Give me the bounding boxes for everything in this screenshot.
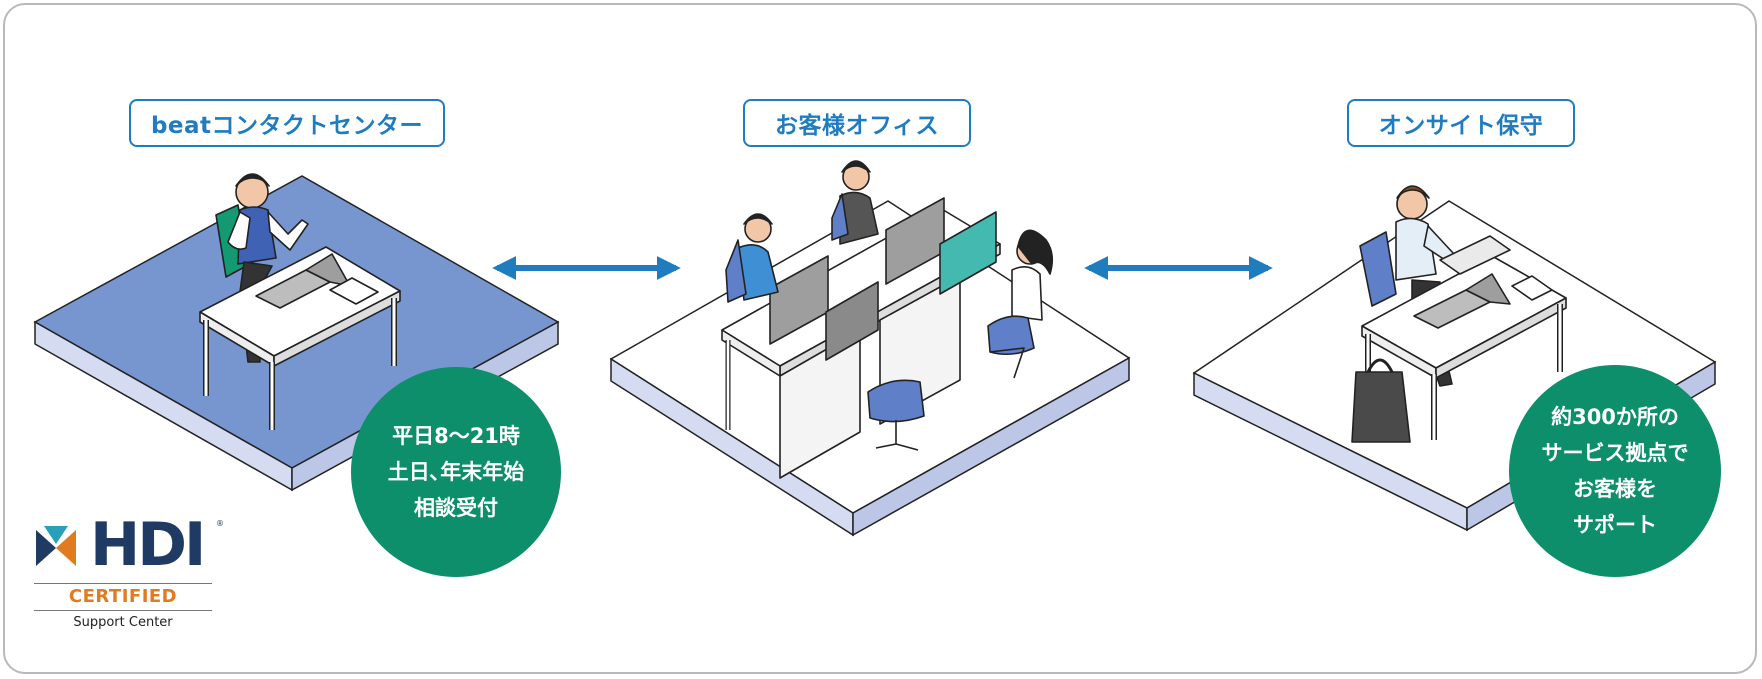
contact-center-bubble-line: 相談受付: [414, 496, 498, 520]
onsite-bubble-line: サポート: [1573, 513, 1657, 537]
onsite-technician-scene: [1351, 185, 1567, 443]
onsite-title: オンサイト保守: [1347, 99, 1575, 147]
hdi-certified-logo: HDI ® CERTIFIED Support Center: [32, 510, 224, 635]
hdi-registered-mark: ®: [216, 519, 224, 528]
hdi-subtitle: Support Center: [73, 615, 173, 630]
contact-center-title: beatコンタクトセンター: [129, 99, 445, 147]
contact-center-bubble: 平日8～21時 土日､年末年始 相談受付: [351, 367, 561, 577]
onsite-bubble: 約300か所の サービス拠点で お客様を サポート: [1509, 365, 1721, 577]
operator-desk-scene: [199, 173, 401, 430]
customer-office-title: お客様オフィス: [743, 99, 971, 147]
onsite-bubble-line: お客様を: [1573, 477, 1657, 501]
onsite-bubble-line: サービス拠点で: [1541, 441, 1689, 465]
office-platform: [609, 200, 1131, 537]
onsite-bubble-line: 約300か所の: [1551, 405, 1679, 429]
contact-center-bubble-line: 土日､年末年始: [387, 460, 525, 484]
hdi-mark-icon: [36, 526, 76, 566]
contact-center-bubble-line: 平日8～21時: [392, 424, 520, 448]
office-desks-scene: [721, 160, 1054, 479]
hdi-certified-text: CERTIFIED: [34, 583, 212, 611]
hdi-wordmark: HDI: [90, 510, 206, 580]
